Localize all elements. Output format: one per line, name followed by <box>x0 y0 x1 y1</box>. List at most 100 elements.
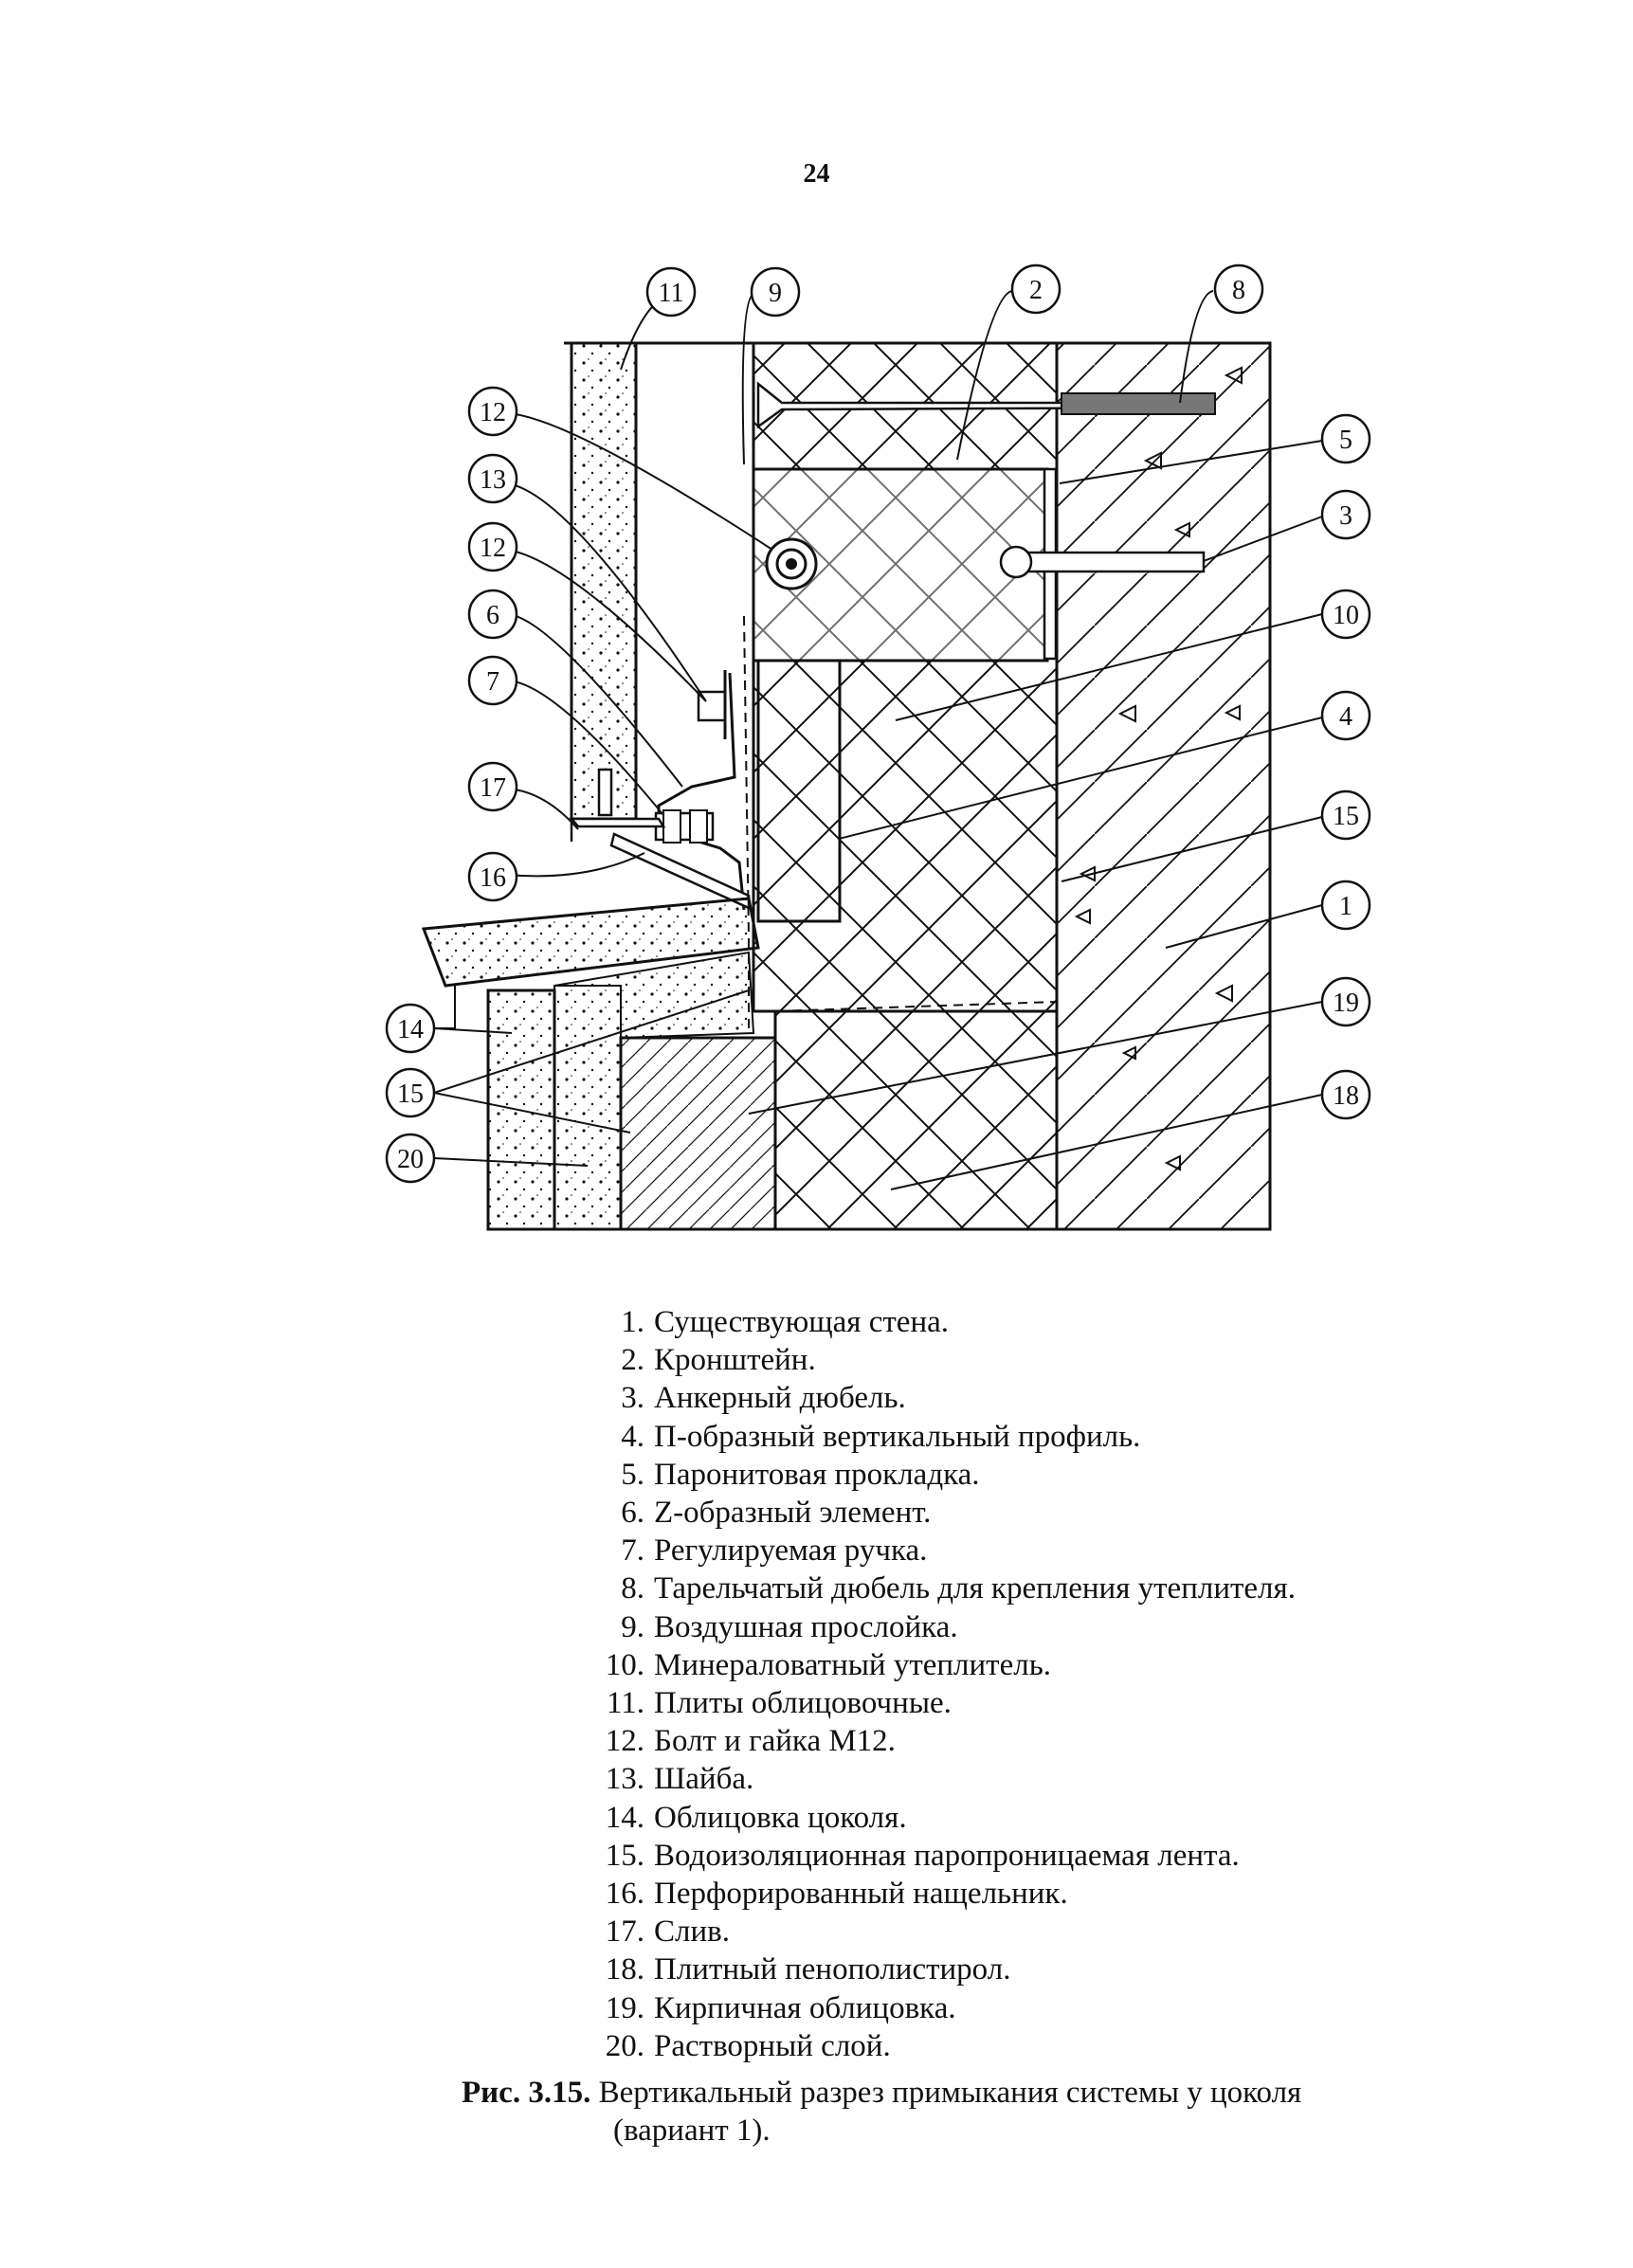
svg-text:7: 7 <box>486 667 499 697</box>
callout-8: 8 <box>1213 263 1264 315</box>
plate-dowel <box>756 381 1216 429</box>
legend-text: Перфорированный нащельник. <box>654 1877 1068 1912</box>
legend-item: 6.Z-образный элемент. <box>569 1494 1296 1532</box>
mortar-layer <box>553 985 622 1230</box>
callout-12b: 12 <box>467 521 518 572</box>
svg-text:11: 11 <box>659 279 684 308</box>
callout-18: 18 <box>1320 1069 1371 1120</box>
legend-item: 14. Облицовка цоколя. <box>569 1799 1296 1837</box>
legend-text: Минераловатный утеплитель. <box>654 1647 1052 1682</box>
legend-item: 18.Плитный пенополистирол. <box>569 1950 1296 1988</box>
svg-text:16: 16 <box>480 863 506 893</box>
caption-text: Вертикальный разрез примыкания системы у… <box>598 2076 1302 2110</box>
callout-2: 2 <box>1010 263 1061 315</box>
legend-text: Растворный слой. <box>654 2028 891 2063</box>
legend-number: 14. <box>605 1800 644 1835</box>
legend-text: Плиты облицовочные. <box>654 1686 952 1721</box>
section-drawing: 11 9 2 8 12 13 12 6 7 17 16 5 3 10 4 15 … <box>385 263 1371 1231</box>
legend-text: П-образный вертикальный профиль. <box>654 1419 1141 1454</box>
callout-12a: 12 <box>467 386 518 437</box>
svg-text:2: 2 <box>1029 276 1043 305</box>
legend-number: 6. <box>621 1496 644 1531</box>
legend-number: 2. <box>621 1343 644 1378</box>
callout-11: 11 <box>645 266 697 318</box>
existing-wall <box>1055 341 1272 1231</box>
legend-item: 20.Растворный слой. <box>569 2027 1296 2065</box>
legend-text: Существующая стена. <box>654 1305 950 1339</box>
legend-item: 7. Регулируемая ручка. <box>569 1532 1296 1569</box>
figure-caption: Рис. 3.15. Вертикальный разрез примыкани… <box>462 2074 1301 2150</box>
callout-19: 19 <box>1320 976 1371 1027</box>
legend-item: 17.Слив. <box>569 1913 1296 1950</box>
legend-number: 3. <box>621 1381 644 1416</box>
brick-facing <box>619 1036 777 1231</box>
legend-number: 10. <box>605 1647 644 1682</box>
svg-text:4: 4 <box>1339 702 1352 732</box>
legend-item: 16. Перфорированный нащельник. <box>569 1875 1296 1913</box>
svg-text:10: 10 <box>1333 601 1359 630</box>
legend-text: Шайба. <box>654 1762 754 1797</box>
legend-number: 15. <box>605 1838 644 1873</box>
caption-label: Рис. 3.15. <box>462 2076 591 2110</box>
svg-text:15: 15 <box>397 1080 424 1109</box>
legend-number: 1. <box>621 1305 644 1339</box>
callout-10: 10 <box>1320 589 1371 640</box>
svg-text:19: 19 <box>1333 989 1359 1018</box>
washer <box>697 670 727 739</box>
svg-text:14: 14 <box>397 1015 424 1044</box>
callout-9: 9 <box>750 266 801 318</box>
svg-text:1: 1 <box>1339 892 1352 921</box>
svg-text:18: 18 <box>1333 1081 1359 1111</box>
bracket <box>752 467 1058 662</box>
legend-number: 17. <box>605 1914 644 1950</box>
legend-item: 8. Тарельчатый дюбель для крепления утепл… <box>569 1569 1296 1607</box>
page-number: 24 <box>803 159 830 189</box>
mineral-wool-insulation <box>752 341 1059 1013</box>
legend-text: Анкерный дюбель. <box>654 1381 906 1416</box>
callout-20: 20 <box>385 1133 436 1184</box>
callout-5: 5 <box>1320 413 1371 464</box>
legend-number: 11. <box>606 1686 644 1721</box>
svg-text:15: 15 <box>1333 802 1359 831</box>
svg-text:6: 6 <box>486 601 499 630</box>
legend-text: Болт и гайка М12. <box>654 1724 896 1759</box>
legend-list: 1. Существующая стена. 2. Кронштейн. 3. Анк… <box>569 1303 1296 2065</box>
caption-line-1: Рис. 3.15. Вертикальный разрез примыкани… <box>462 2074 1301 2112</box>
legend-item: 19.Кирпичная облицовка. <box>569 1989 1296 2027</box>
callout-7: 7 <box>467 655 518 706</box>
bracket-bolt <box>765 537 818 590</box>
callout-13: 13 <box>467 453 518 504</box>
legend-item: 4. П-образный вертикальный профиль. <box>569 1418 1296 1456</box>
legend-number: 16. <box>605 1877 644 1912</box>
legend-item: 3. Анкерный дюбель. <box>569 1379 1296 1417</box>
legend-text: Тарельчатый дюбель для крепления утеплит… <box>654 1571 1296 1606</box>
legend-text: Плитный пенополистирол. <box>654 1952 1011 1987</box>
legend-text: Паронитовая прокладка. <box>654 1457 980 1492</box>
legend-item: 12. Болт и гайка М12. <box>569 1722 1296 1760</box>
legend-number: 4. <box>621 1419 644 1454</box>
perforated-strip <box>609 832 751 910</box>
plinth-cladding-cap <box>421 897 760 988</box>
legend-item: 5. Паронитовая прокладка. <box>569 1456 1296 1494</box>
legend-text: Кирпичная облицовка. <box>654 1990 956 2025</box>
callout-15b: 15 <box>385 1067 436 1118</box>
legend-item: 15. Водоизоляционная паропроницаемая лент… <box>569 1837 1296 1875</box>
legend-number: 12. <box>605 1724 644 1759</box>
svg-text:8: 8 <box>1232 276 1245 305</box>
legend-text: Облицовка цоколя. <box>654 1800 907 1835</box>
anchor-dowel <box>999 545 1206 579</box>
legend-text: Водоизоляционная паропроницаемая лента. <box>654 1838 1240 1873</box>
legend-number: 7. <box>621 1533 644 1569</box>
callout-3: 3 <box>1320 489 1371 540</box>
svg-text:13: 13 <box>480 465 506 495</box>
legend-text: Кронштейн. <box>654 1343 816 1378</box>
polystyrene-board <box>773 1009 1059 1231</box>
callout-1: 1 <box>1320 880 1371 931</box>
legend-text: Воздушная прослойка. <box>654 1609 958 1644</box>
legend-item: 1. Существующая стена. <box>569 1303 1296 1341</box>
legend-number: 5. <box>621 1457 644 1492</box>
vertical-profile <box>756 659 842 923</box>
legend-number: 8. <box>621 1571 644 1606</box>
legend-item: 9.Воздушная прослойка. <box>569 1608 1296 1646</box>
legend-text: Регулируемая ручка. <box>654 1533 928 1569</box>
